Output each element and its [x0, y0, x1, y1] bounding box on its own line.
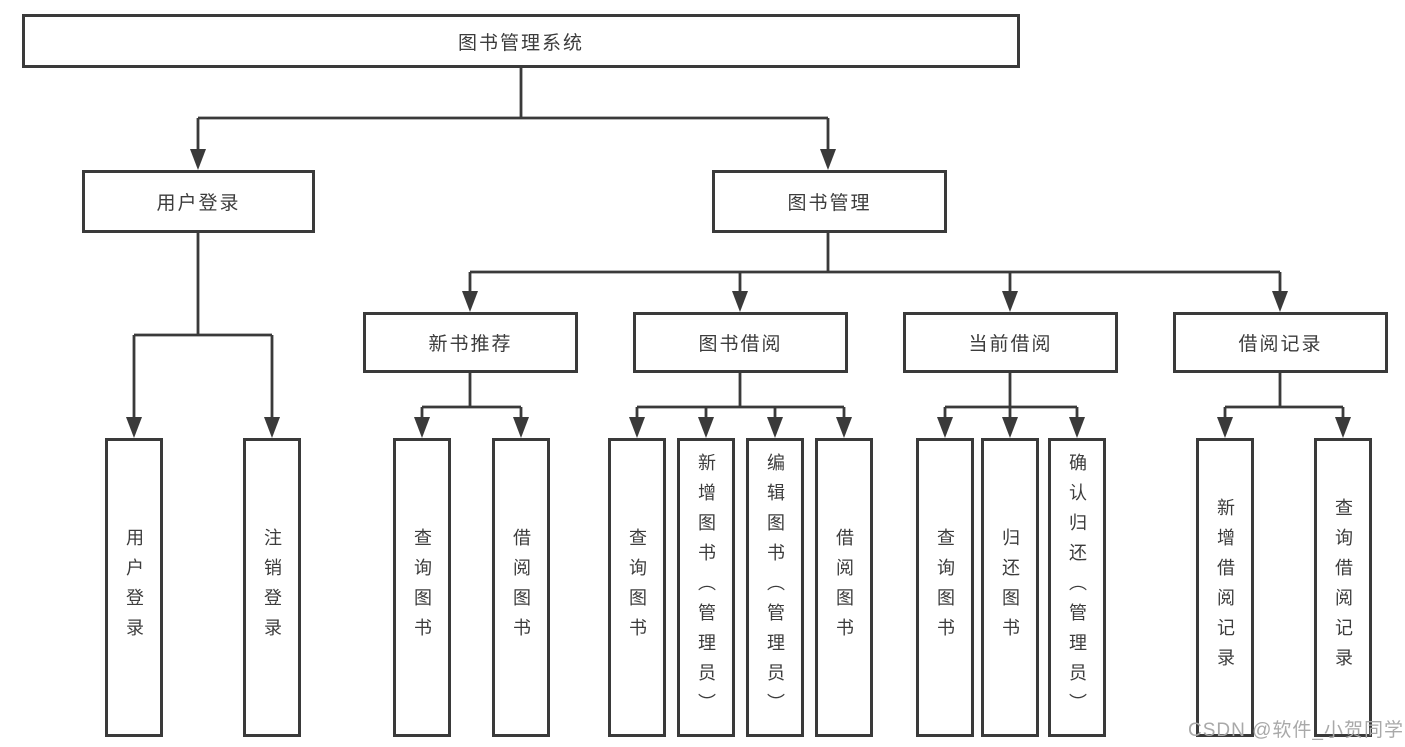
leaf-query-books-label: 查询图书 [627, 527, 647, 648]
arrow-down-icon [1069, 417, 1085, 438]
node-library-system: 图书管理系统 [22, 14, 1020, 68]
leaf-borrow-books: 借阅图书 [815, 438, 873, 737]
arrow-down-icon [820, 149, 836, 170]
leaf-add-book-admin: 新增图书（管理员） [677, 438, 735, 737]
node-new-book-recommend-label: 新书推荐 [428, 334, 513, 355]
node-borrowing-records: 借阅记录 [1173, 312, 1388, 373]
leaf-logout-login: 注销登录 [243, 438, 301, 737]
connector-current-borrowing [943, 373, 1079, 419]
connector-book-management [468, 233, 1282, 293]
arrow-down-icon [1335, 417, 1351, 438]
leaf-query-books: 查询图书 [916, 438, 974, 737]
node-user-login: 用户登录 [82, 170, 315, 233]
leaf-borrow-books-label: 借阅图书 [834, 527, 854, 648]
connector-borrowing-records [1223, 373, 1345, 419]
arrow-down-icon [126, 417, 142, 438]
leaf-query-borrow-record: 查询借阅记录 [1314, 438, 1372, 737]
arrow-down-icon [1217, 417, 1233, 438]
arrow-down-icon [264, 417, 280, 438]
arrow-down-icon [629, 417, 645, 438]
node-current-borrowing: 当前借阅 [903, 312, 1118, 373]
leaf-confirm-return-admin-label: 确认归还（管理员） [1067, 452, 1087, 723]
node-library-system-label: 图书管理系统 [457, 32, 584, 54]
leaf-query-books-label: 查询图书 [935, 527, 955, 648]
arrow-down-icon [698, 417, 714, 438]
connector-new-book-recommend [420, 373, 523, 419]
arrow-down-icon [1002, 291, 1018, 312]
node-book-management: 图书管理 [712, 170, 947, 233]
connector-user-login [132, 233, 274, 419]
leaf-add-book-admin-label: 新增图书（管理员） [696, 452, 716, 723]
arrow-down-icon [1002, 417, 1018, 438]
leaf-user-login-label: 用户登录 [124, 527, 144, 648]
leaf-edit-book-admin-label: 编辑图书（管理员） [765, 452, 785, 723]
connector-root [196, 68, 830, 151]
arrow-down-icon [462, 291, 478, 312]
node-book-borrowing: 图书借阅 [633, 312, 848, 373]
leaf-add-borrow-record: 新增借阅记录 [1196, 438, 1254, 737]
leaf-borrow-books-label: 借阅图书 [511, 527, 531, 648]
leaf-confirm-return-admin: 确认归还（管理员） [1048, 438, 1106, 737]
arrow-down-icon [937, 417, 953, 438]
leaf-return-books: 归还图书 [981, 438, 1039, 737]
connector-book-borrowing [635, 373, 846, 419]
arrow-down-icon [732, 291, 748, 312]
leaf-return-books-label: 归还图书 [1000, 527, 1020, 648]
leaf-edit-book-admin: 编辑图书（管理员） [746, 438, 804, 737]
leaf-query-books: 查询图书 [393, 438, 451, 737]
arrow-down-icon [836, 417, 852, 438]
arrowheads [126, 149, 1351, 438]
leaf-add-borrow-record-label: 新增借阅记录 [1215, 497, 1235, 678]
node-user-login-label: 用户登录 [156, 193, 241, 214]
arrow-down-icon [513, 417, 529, 438]
csdn-watermark: CSDN @软件_小贺同学 [1188, 720, 1404, 741]
leaf-query-books-label: 查询图书 [412, 527, 432, 648]
leaf-borrow-books: 借阅图书 [492, 438, 550, 737]
leaf-query-borrow-record-label: 查询借阅记录 [1333, 497, 1353, 678]
node-book-borrowing-label: 图书借阅 [698, 334, 783, 355]
leaf-logout-login-label: 注销登录 [262, 527, 282, 648]
arrow-down-icon [190, 149, 206, 170]
node-borrowing-records-label: 借阅记录 [1238, 334, 1323, 355]
node-new-book-recommend: 新书推荐 [363, 312, 578, 373]
arrow-down-icon [1272, 291, 1288, 312]
leaf-query-books: 查询图书 [608, 438, 666, 737]
arrow-down-icon [767, 417, 783, 438]
node-book-management-label: 图书管理 [787, 193, 872, 214]
node-current-borrowing-label: 当前借阅 [968, 334, 1053, 355]
leaf-user-login: 用户登录 [105, 438, 163, 737]
arrow-down-icon [414, 417, 430, 438]
